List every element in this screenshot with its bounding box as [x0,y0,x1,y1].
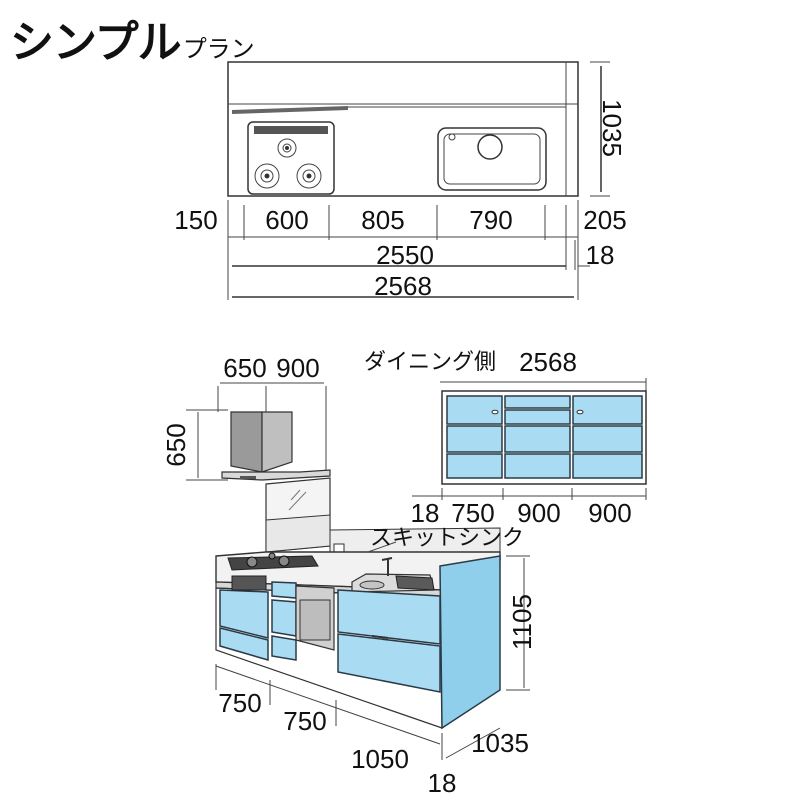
cabinet-drawer-bottom [337,633,441,693]
cabinet-door-1 [219,589,269,639]
kitchen-depth: 1035 [471,728,529,758]
cooktop-grill-vent [254,126,328,134]
kitchen-perspective: スキットシンク 1105 1035 750 750 1050 18 [215,477,537,798]
kitchen-width-750-b: 750 [283,706,326,736]
dining-side-label: ダイニング側 [364,350,496,375]
plan-depth-label: 1035 [597,99,627,157]
dining-cabinet: ダイニング側 2568 18 750 900 900 [364,347,647,528]
plan-seg-2: 600 [265,205,308,235]
sink-plan [437,127,547,191]
plan-title-main: シンプル [10,17,182,68]
kitchen-width-750-a: 750 [218,688,261,718]
range-hood: 650 900 650 [161,353,331,481]
plan-total-width: 2568 [374,271,432,301]
side-panel [439,555,501,730]
dining-width-750: 750 [451,498,494,528]
hood-width-650: 650 [223,353,266,383]
cabinet-drawer-top [337,589,441,645]
plan-side-panel: 18 [586,240,615,270]
backguard-shade [232,106,348,114]
kitchen-side-panel: 18 [428,768,457,798]
cabinet-door-2 [219,627,269,661]
plan-seg-1: 150 [174,205,217,235]
plan-seg-4: 790 [469,205,512,235]
countertop-outline [227,61,579,197]
kitchen-height: 1105 [507,594,537,650]
plan-title-sub: プラン [182,35,255,63]
dining-total-width: 2568 [519,347,577,377]
dining-width-900-a: 900 [517,498,560,528]
plan-seg-3: 805 [361,205,404,235]
dining-width-18: 18 [411,498,440,528]
hood-width-900: 900 [276,353,319,383]
kitchen-width-1050: 1050 [351,744,409,774]
cooktop [247,121,335,195]
hood-height: 650 [161,423,191,466]
plan-title: シンプルプラン [10,6,255,70]
plan-body-width: 2550 [376,240,434,270]
dining-width-900-b: 900 [588,498,631,528]
plan-view: 1035 150 600 805 790 205 18 2550 2568 [174,61,627,301]
plan-seg-5: 205 [583,205,626,235]
sink-label: スキットシンク [370,526,524,551]
